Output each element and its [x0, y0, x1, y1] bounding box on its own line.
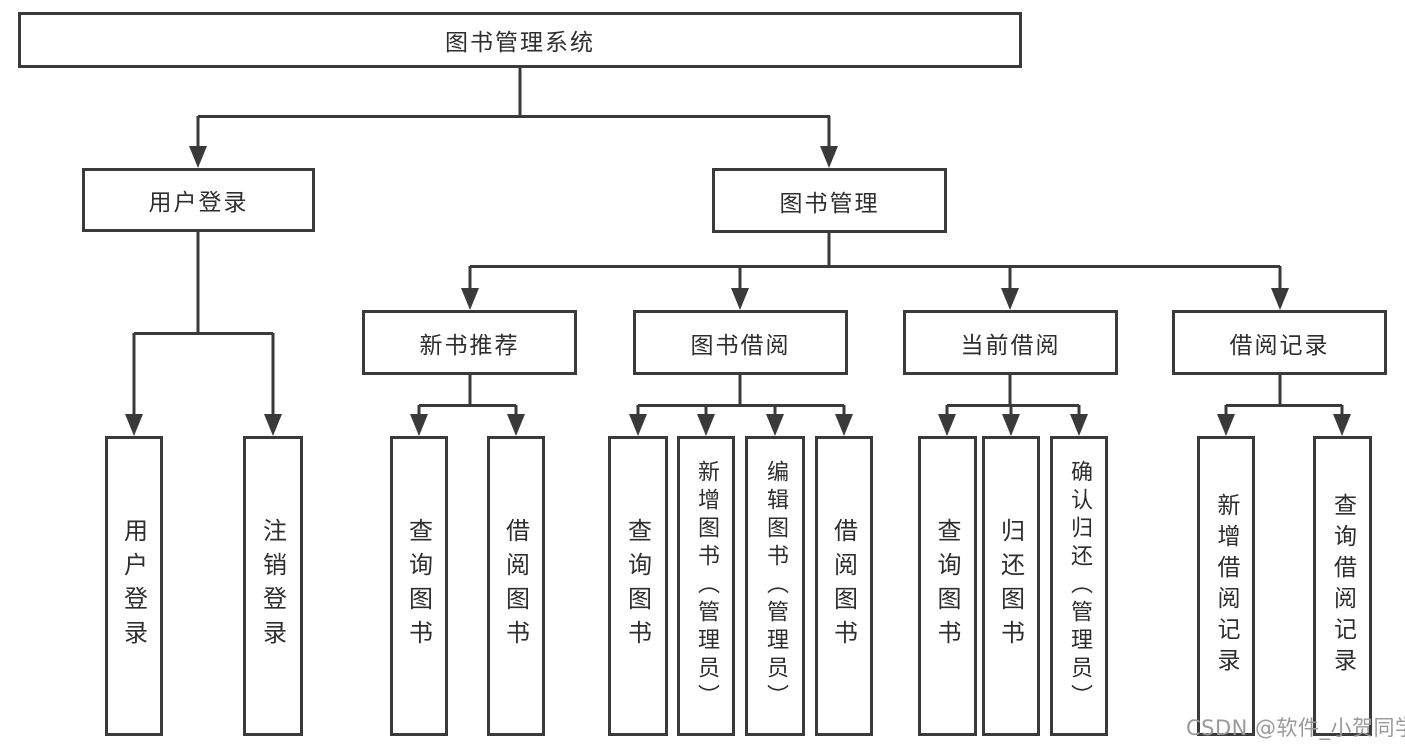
connector-book-mgmt-to-level3 — [461, 233, 1289, 310]
csdn-watermark: CSDN @软件_小贺同学 — [1186, 716, 1405, 740]
node-current-borrowing: 当前借阅 — [903, 310, 1118, 375]
node-user-login: 用户登录 — [82, 168, 315, 232]
leaf-borrow-books: 借阅图书 — [487, 436, 545, 736]
connector-current-borrow-to-leaves — [938, 375, 1088, 436]
connector-book-borrow-to-leaves — [629, 375, 853, 436]
leaf-borrow-books: 借阅图书 — [815, 436, 873, 736]
leaf-query-books: 查询图书 — [918, 436, 977, 736]
leaf-confirm-return-admin: 确认归还（管理员） — [1050, 436, 1108, 736]
leaf-edit-books-admin: 编辑图书（管理员） — [745, 436, 805, 736]
connector-new-book-to-leaves — [410, 375, 525, 436]
connector-borrow-record-to-leaves — [1217, 375, 1351, 436]
node-root: 图书管理系统 — [18, 12, 1022, 68]
leaf-query-borrow-record: 查询借阅记录 — [1313, 436, 1372, 736]
leaf-logout: 注销登录 — [243, 436, 303, 736]
node-book-borrowing: 图书借阅 — [633, 310, 848, 375]
connector-user-login-to-leaves — [125, 232, 282, 436]
node-new-book-recommend: 新书推荐 — [362, 310, 577, 375]
leaf-add-books-admin: 新增图书（管理员） — [677, 436, 735, 736]
leaf-return-books: 归还图书 — [982, 436, 1040, 736]
leaf-query-books: 查询图书 — [608, 436, 668, 736]
node-book-management: 图书管理 — [712, 168, 947, 233]
leaf-user-login: 用户登录 — [105, 436, 163, 736]
leaf-query-books: 查询图书 — [390, 436, 448, 736]
node-borrowing-records: 借阅记录 — [1172, 310, 1387, 375]
connector-root-to-level2 — [189, 68, 838, 168]
leaf-add-borrow-record: 新增借阅记录 — [1197, 436, 1255, 736]
